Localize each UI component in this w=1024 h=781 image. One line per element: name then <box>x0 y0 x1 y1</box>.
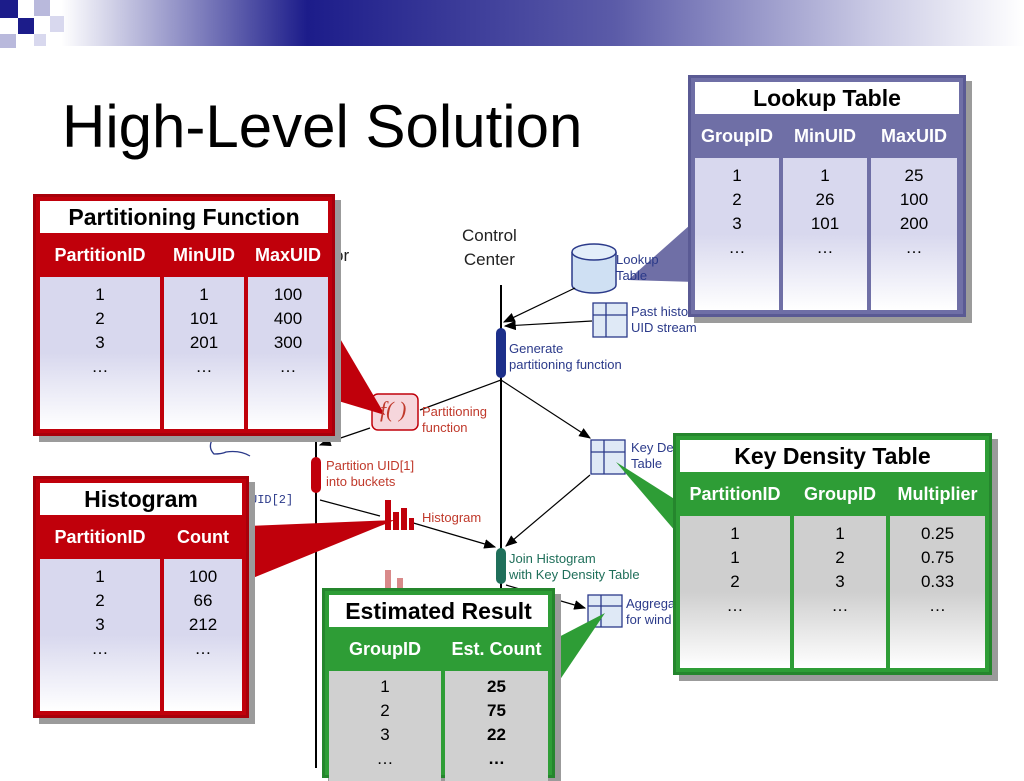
join-label: Join Histogram with Key Density Table <box>509 551 640 582</box>
table-icon <box>590 439 626 475</box>
column-header: GroupID <box>701 125 773 146</box>
column-header: PartitionID <box>54 244 146 265</box>
corner-square <box>50 16 64 32</box>
column-header: PartitionID <box>689 483 781 504</box>
corner-square <box>34 0 50 16</box>
table-icon <box>592 302 628 338</box>
column-values: 1 101 201 … <box>189 285 219 376</box>
column-header: MaxUID <box>254 244 321 265</box>
key-density-callout <box>616 462 676 532</box>
partitioning-callout <box>335 330 385 415</box>
partition-marker <box>311 457 321 493</box>
key-density-table: Key Density Table PartitionID GroupID Mu… <box>673 433 992 675</box>
function-icon-box <box>371 393 419 431</box>
key-density-label: Key De Table <box>631 440 674 471</box>
column-header: GroupID <box>349 638 421 659</box>
table-title: Key Density Table <box>680 440 985 472</box>
table-title: Lookup Table <box>695 82 959 114</box>
partitioning-function-table: Partitioning Function PartitionID MinUID… <box>33 194 335 436</box>
table-title: Partitioning Function <box>40 201 328 233</box>
generate-marker <box>496 328 506 378</box>
brace-icon <box>209 439 251 457</box>
partitioning-function-label: Partitioning function <box>422 404 488 435</box>
table-title: Estimated Result <box>329 595 548 627</box>
lookup-table: Lookup Table GroupID MinUID MaxUID 1 2 3… <box>688 75 966 317</box>
column-values: 25 75 22 … <box>487 677 506 768</box>
past-history-label: Past histo UID stream <box>631 304 697 335</box>
corner-square <box>18 18 34 34</box>
column-header: Est. Count <box>451 638 542 659</box>
column-header: MaxUID <box>880 125 947 146</box>
column-header: MinUID <box>794 125 856 146</box>
histogram-table: Histogram PartitionID Count 1 2 3 … 100 … <box>33 476 249 718</box>
histogram-icon <box>385 500 414 530</box>
slide-title: High-Level Solution <box>62 93 583 160</box>
column-header: GroupID <box>804 483 876 504</box>
estimated-callout <box>553 613 605 690</box>
column-values: 25 100 200 … <box>899 166 929 257</box>
function-symbol: f( ) <box>380 397 407 422</box>
title-bar-decoration <box>0 0 1024 46</box>
uid2-label: UID[2] <box>250 493 294 507</box>
lookup-callout <box>628 225 696 282</box>
column-values: 1 1 2 … <box>726 524 744 615</box>
column-values: 1 2 3 … <box>91 285 109 376</box>
column-values: 1 2 3 … <box>376 677 394 768</box>
column-values: 100 66 212 … <box>188 567 218 658</box>
generate-label: Generate partitioning function <box>509 341 622 372</box>
column-header: PartitionID <box>54 526 146 547</box>
column-header: MinUID <box>173 244 235 265</box>
histogram-icon-faded <box>385 570 403 595</box>
histogram-callout <box>248 520 395 580</box>
aggregate-label: Aggrega for wind <box>626 596 676 627</box>
partition-uid-label: Partition UID[1] into buckets <box>326 458 415 489</box>
column-values: 1 2 3 … <box>91 567 109 658</box>
lookup-table-label: Lookup Table <box>616 252 659 283</box>
estimated-result-table: Estimated Result GroupID Est. Count 1 2 … <box>322 588 555 781</box>
corner-square <box>0 34 16 48</box>
column-header: Count <box>177 526 229 547</box>
column-values: 100 400 300 … <box>273 285 303 376</box>
histogram-label: Histogram <box>422 510 482 525</box>
database-icon <box>571 243 617 294</box>
corner-square <box>0 0 18 18</box>
column-values: 1 2 3 … <box>728 166 746 257</box>
fragment-label: or <box>334 246 350 265</box>
column-values: 1 26 101 … <box>810 166 840 257</box>
join-marker <box>496 548 506 584</box>
column-values: 0.25 0.75 0.33 … <box>920 524 955 615</box>
column-header: Multiplier <box>897 483 978 504</box>
table-title: Histogram <box>40 483 242 515</box>
column-values: 1 2 3 … <box>831 524 849 615</box>
control-center-label: Control Center <box>462 226 517 269</box>
corner-square <box>34 34 46 46</box>
